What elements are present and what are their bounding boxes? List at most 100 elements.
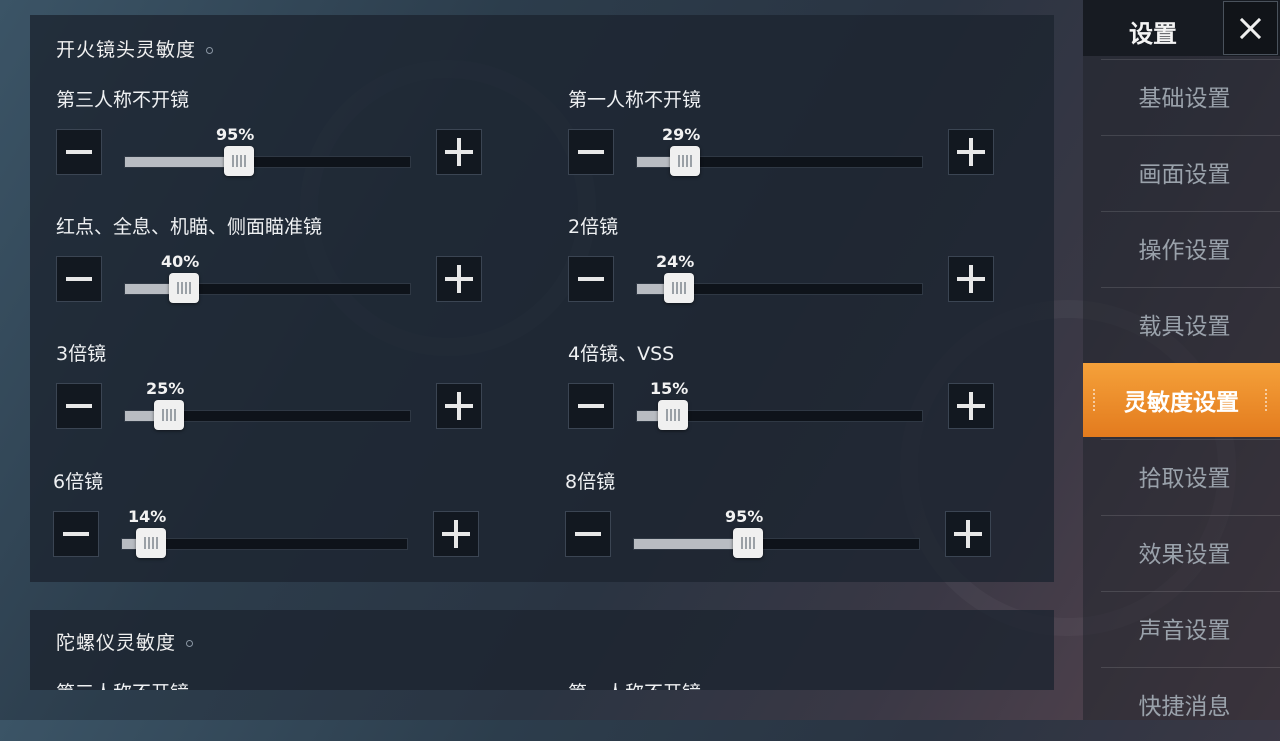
close-button[interactable]	[1223, 1, 1278, 55]
increase-button[interactable]	[433, 511, 479, 557]
slider-fill	[634, 539, 748, 549]
sensitivity-setting: 第一人称不开镜 29%	[568, 85, 1008, 195]
slider-thumb[interactable]	[224, 146, 254, 176]
minus-icon	[66, 277, 92, 281]
value-percent: 15%	[650, 379, 689, 398]
sidebar-item[interactable]: 载具设置	[1089, 287, 1280, 361]
slider-fill	[637, 411, 673, 421]
sidebar-item-label: 载具设置	[1138, 314, 1231, 340]
sensitivity-setting: 红点、全息、机瞄、侧面瞄准镜 40%	[56, 212, 496, 322]
setting-label: 红点、全息、机瞄、侧面瞄准镜	[56, 216, 323, 238]
setting-label: 第一人称不开镜	[568, 678, 701, 690]
slider-track[interactable]	[633, 528, 920, 558]
decrease-button[interactable]	[568, 383, 614, 429]
minus-icon	[63, 532, 89, 536]
slider-track[interactable]	[636, 273, 923, 303]
increase-button[interactable]	[436, 383, 482, 429]
slider-thumb[interactable]	[136, 528, 166, 558]
increase-button[interactable]	[948, 129, 994, 175]
minus-icon	[66, 404, 92, 408]
info-dot-icon	[206, 47, 214, 54]
fire-sensitivity-panel: 开火镜头灵敏度 第三人称不开镜 95% 第一人称不开镜 29% 红点、全息、机瞄…	[30, 15, 1054, 582]
slider-fill	[125, 284, 184, 294]
slider-fill	[637, 157, 685, 167]
value-percent: 95%	[725, 507, 764, 526]
sidebar-item-label: 画面设置	[1138, 162, 1231, 188]
sidebar-item-label: 效果设置	[1138, 542, 1231, 568]
divider	[1101, 211, 1280, 212]
sidebar-item[interactable]: 画面设置	[1089, 135, 1280, 209]
slider-thumb[interactable]	[664, 273, 694, 303]
plus-icon	[445, 138, 473, 166]
decrease-button[interactable]	[568, 129, 614, 175]
plus-icon	[957, 265, 985, 293]
sidebar-item[interactable]: 灵敏度设置	[1083, 363, 1280, 437]
divider	[1101, 59, 1280, 60]
setting-label: 第一人称不开镜	[568, 89, 702, 111]
slider-track[interactable]	[121, 528, 408, 558]
value-percent: 24%	[656, 252, 695, 271]
increase-button[interactable]	[948, 256, 994, 302]
slider-thumb[interactable]	[154, 400, 184, 430]
slider-track[interactable]	[124, 400, 411, 430]
panel-title: 开火镜头灵敏度	[56, 35, 214, 62]
sidebar-item[interactable]: 操作设置	[1089, 211, 1280, 285]
sidebar-item[interactable]: 声音设置	[1089, 591, 1280, 665]
divider	[1101, 515, 1280, 516]
sidebar-item[interactable]: 拾取设置	[1089, 439, 1280, 513]
value-percent: 40%	[161, 252, 200, 271]
increase-button[interactable]	[945, 511, 991, 557]
sidebar-title: 设置	[1129, 20, 1177, 48]
decrease-button[interactable]	[53, 511, 99, 557]
divider	[1101, 287, 1280, 288]
sidebar-item-label: 基础设置	[1138, 86, 1231, 112]
sidebar-item-label: 灵敏度设置	[1124, 390, 1239, 416]
settings-sidebar: 设置 基础设置画面设置操作设置载具设置灵敏度设置拾取设置效果设置声音设置快捷消息	[1083, 0, 1280, 720]
panel-title-text: 开火镜头灵敏度	[56, 39, 197, 61]
decrease-button[interactable]	[568, 256, 614, 302]
sidebar-item[interactable]: 基础设置	[1089, 59, 1280, 133]
slider-thumb[interactable]	[670, 146, 700, 176]
increase-button[interactable]	[948, 383, 994, 429]
sensitivity-setting: 第三人称不开镜 95%	[56, 85, 496, 195]
sidebar-item[interactable]: 快捷消息	[1089, 667, 1280, 741]
value-percent: 29%	[662, 125, 701, 144]
slider-thumb[interactable]	[169, 273, 199, 303]
slider-track[interactable]	[124, 146, 411, 176]
gyro-sensitivity-panel: 陀螺仪灵敏度 第三人称不开镜 第一人称不开镜	[30, 610, 1054, 690]
slider-thumb[interactable]	[658, 400, 688, 430]
divider	[1101, 667, 1280, 668]
divider	[1101, 591, 1280, 592]
setting-label: 2倍镜	[568, 216, 619, 238]
minus-icon	[66, 150, 92, 154]
plus-icon	[445, 392, 473, 420]
slider-fill	[125, 157, 239, 167]
slider-track[interactable]	[636, 146, 923, 176]
slider-track[interactable]	[636, 400, 923, 430]
slider-thumb[interactable]	[733, 528, 763, 558]
slider-track[interactable]	[124, 273, 411, 303]
decrease-button[interactable]	[56, 256, 102, 302]
value-percent: 95%	[216, 125, 255, 144]
decrease-button[interactable]	[56, 129, 102, 175]
plus-icon	[954, 520, 982, 548]
panel-title: 陀螺仪灵敏度	[56, 628, 194, 655]
decrease-button[interactable]	[565, 511, 611, 557]
setting-label: 第三人称不开镜	[56, 678, 189, 690]
sidebar-header: 设置	[1083, 0, 1280, 56]
plus-icon	[442, 520, 470, 548]
minus-icon	[578, 404, 604, 408]
decrease-button[interactable]	[56, 383, 102, 429]
info-dot-icon	[186, 640, 194, 647]
setting-label: 6倍镜	[53, 471, 104, 493]
setting-label: 4倍镜、VSS	[568, 343, 675, 365]
sensitivity-setting: 2倍镜 24%	[568, 212, 1008, 322]
panel-title-text: 陀螺仪灵敏度	[56, 632, 177, 654]
increase-button[interactable]	[436, 129, 482, 175]
divider	[1101, 135, 1280, 136]
sidebar-item-label: 操作设置	[1138, 238, 1231, 264]
plus-icon	[445, 265, 473, 293]
increase-button[interactable]	[436, 256, 482, 302]
sidebar-item[interactable]: 效果设置	[1089, 515, 1280, 589]
sidebar-item-label: 声音设置	[1138, 618, 1231, 644]
